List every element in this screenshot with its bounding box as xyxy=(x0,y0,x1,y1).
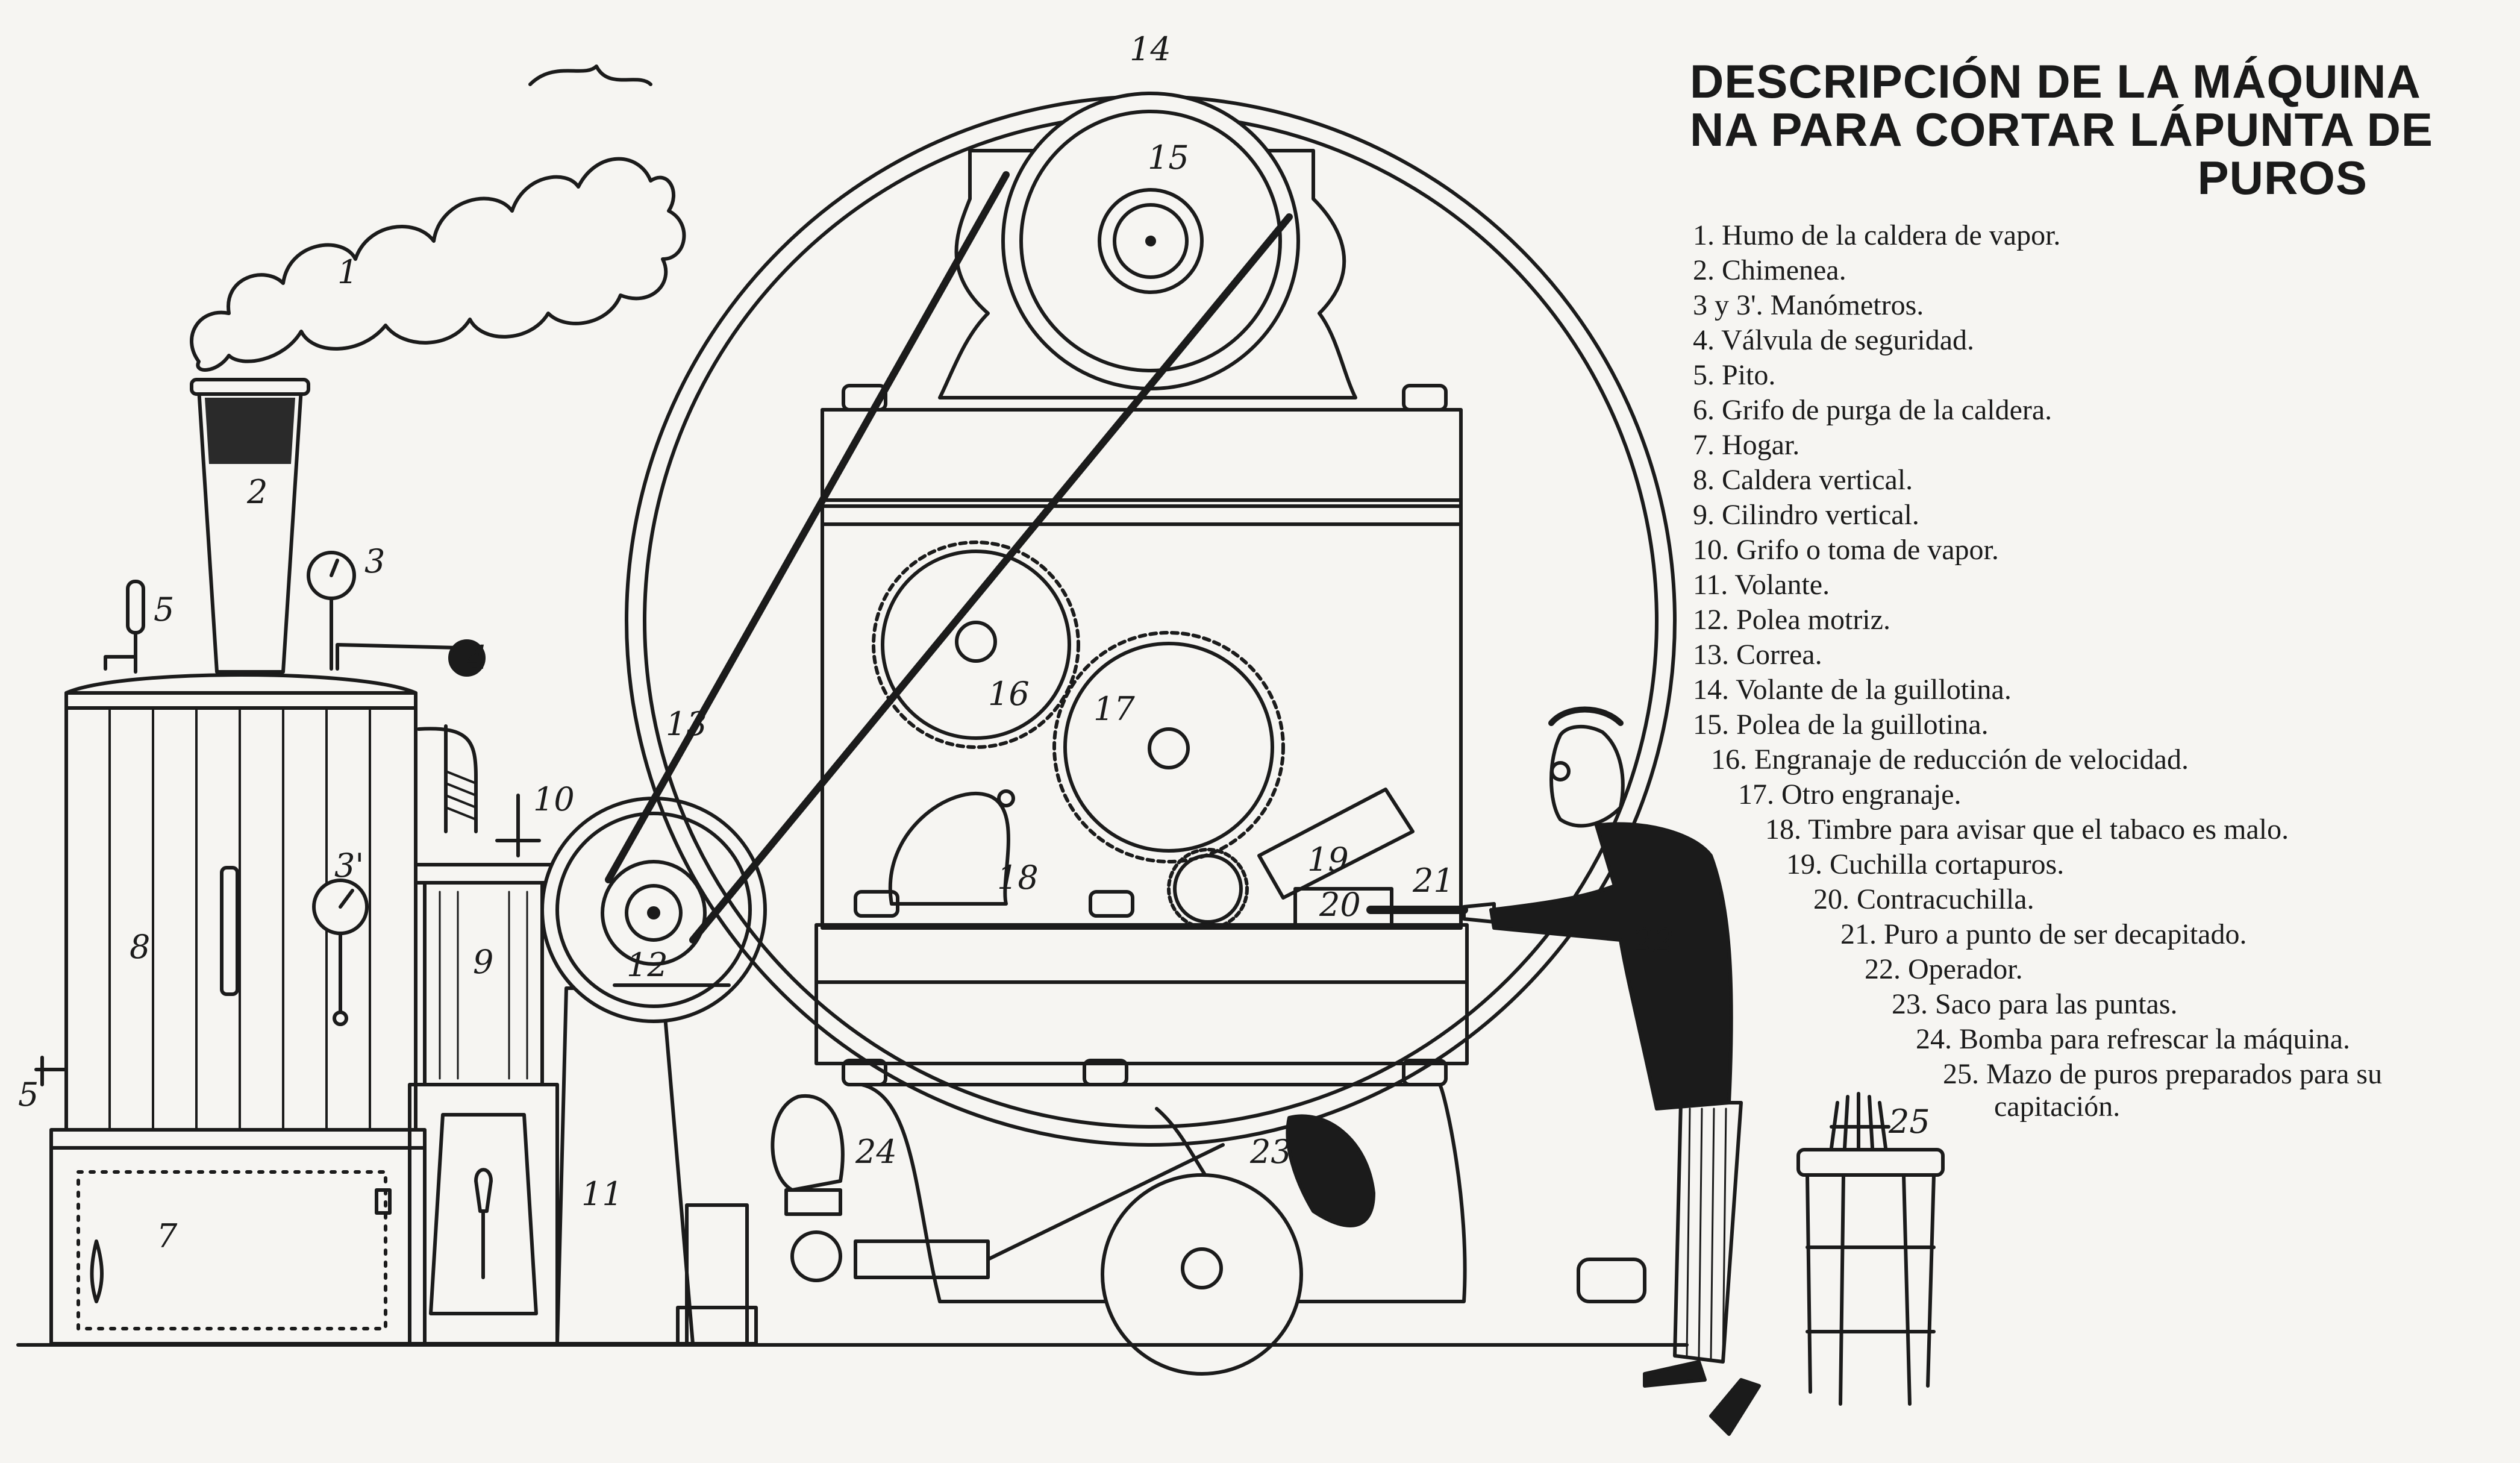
callout-19: 19 xyxy=(1307,841,1349,879)
scrap-sack xyxy=(1286,1114,1375,1227)
press-frame xyxy=(821,408,1463,508)
page-title: DESCRIPCIÓN DE LA MÁQUINA NA PARA CORTAR… xyxy=(1690,55,2433,204)
callout-3b: 3' xyxy=(334,847,364,885)
cigar-bundle xyxy=(1830,1092,1890,1150)
bolts xyxy=(842,384,1646,1303)
callout-23: 23 xyxy=(1249,1133,1292,1171)
crank-arm xyxy=(854,1143,1225,1279)
firebox xyxy=(49,1146,427,1346)
stool-legs xyxy=(1806,1173,1936,1406)
callout-14: 14 xyxy=(1130,30,1171,68)
callout-7: 7 xyxy=(157,1217,178,1255)
cigar-knife xyxy=(1257,788,1415,900)
callout-22: 22 xyxy=(1632,922,1674,960)
title-line-2: NA PARA CORTAR LÁPUNTA DE xyxy=(1690,103,2433,156)
callout-10: 10 xyxy=(533,780,575,818)
callout-18: 18 xyxy=(997,859,1039,897)
cylinder-key-icon xyxy=(474,1168,493,1213)
title-line-1: DESCRIPCIÓN DE LA MÁQUINA xyxy=(1690,55,2421,108)
second-gear xyxy=(1052,631,1285,863)
safety-valve-lever xyxy=(336,643,460,671)
operator-hand xyxy=(1462,902,1496,924)
operator-coat xyxy=(1489,822,1733,1111)
vertical-cylinder xyxy=(423,881,544,1086)
pinion-gear xyxy=(1167,848,1249,930)
operator-trousers xyxy=(1673,1101,1743,1364)
boiler-dome xyxy=(64,673,417,695)
callout-1: 1 xyxy=(337,253,358,291)
operator-hair xyxy=(1548,706,1624,726)
callout-13: 13 xyxy=(666,705,707,743)
cylinder-top xyxy=(414,863,553,885)
chimney-cap xyxy=(190,378,310,396)
press-bed xyxy=(814,923,1469,984)
alarm-bell xyxy=(888,791,1010,906)
operator-shoes xyxy=(1643,1360,1761,1436)
water-gauge-glass xyxy=(220,866,239,996)
callout-21: 21 xyxy=(1412,862,1454,900)
callout-20: 20 xyxy=(1319,886,1361,924)
pump-valve xyxy=(790,1230,842,1282)
operator-glasses-icon xyxy=(1550,761,1571,782)
steam-tap xyxy=(495,794,541,857)
boiler-band xyxy=(49,1128,427,1150)
pump xyxy=(771,1094,845,1192)
reduction-gear xyxy=(872,540,1080,749)
callout-9: 9 xyxy=(473,943,493,981)
callout-11: 11 xyxy=(581,1175,623,1213)
title-line-3: PUROS xyxy=(2197,151,2368,204)
safety-valve-weight xyxy=(448,639,486,677)
operator xyxy=(1462,706,1761,1436)
firebox-handle-icon xyxy=(90,1239,104,1303)
callout-24: 24 xyxy=(855,1133,897,1171)
smoke-cloud xyxy=(190,157,686,372)
flywheel-stand xyxy=(555,986,695,1346)
callout-16: 16 xyxy=(988,675,1030,713)
drive-pulley xyxy=(601,860,707,966)
callout-25: 25 xyxy=(1888,1103,1930,1141)
callout-5: 5 xyxy=(154,591,174,628)
callout-17: 17 xyxy=(1093,690,1135,728)
press-body xyxy=(821,522,1463,930)
firebox-door xyxy=(77,1170,387,1330)
callout-5b: 5 xyxy=(18,1076,39,1114)
drive-belt xyxy=(605,171,1010,883)
drain-tap-icon xyxy=(34,1056,68,1086)
callout-15: 15 xyxy=(1148,139,1189,177)
chimney-soot xyxy=(205,398,295,464)
callout-3: 3 xyxy=(364,542,385,580)
counterweight-wheel xyxy=(1101,1173,1303,1376)
smoke-wisp xyxy=(528,64,652,86)
whistle xyxy=(126,580,145,634)
callout-12: 12 xyxy=(627,946,668,984)
callout-4: 4 xyxy=(466,639,487,677)
steam-pipe xyxy=(417,724,478,833)
stool-seat xyxy=(1796,1148,1945,1177)
callout-8: 8 xyxy=(130,928,150,966)
operator-head xyxy=(1549,724,1625,828)
callout-2: 2 xyxy=(246,473,267,511)
